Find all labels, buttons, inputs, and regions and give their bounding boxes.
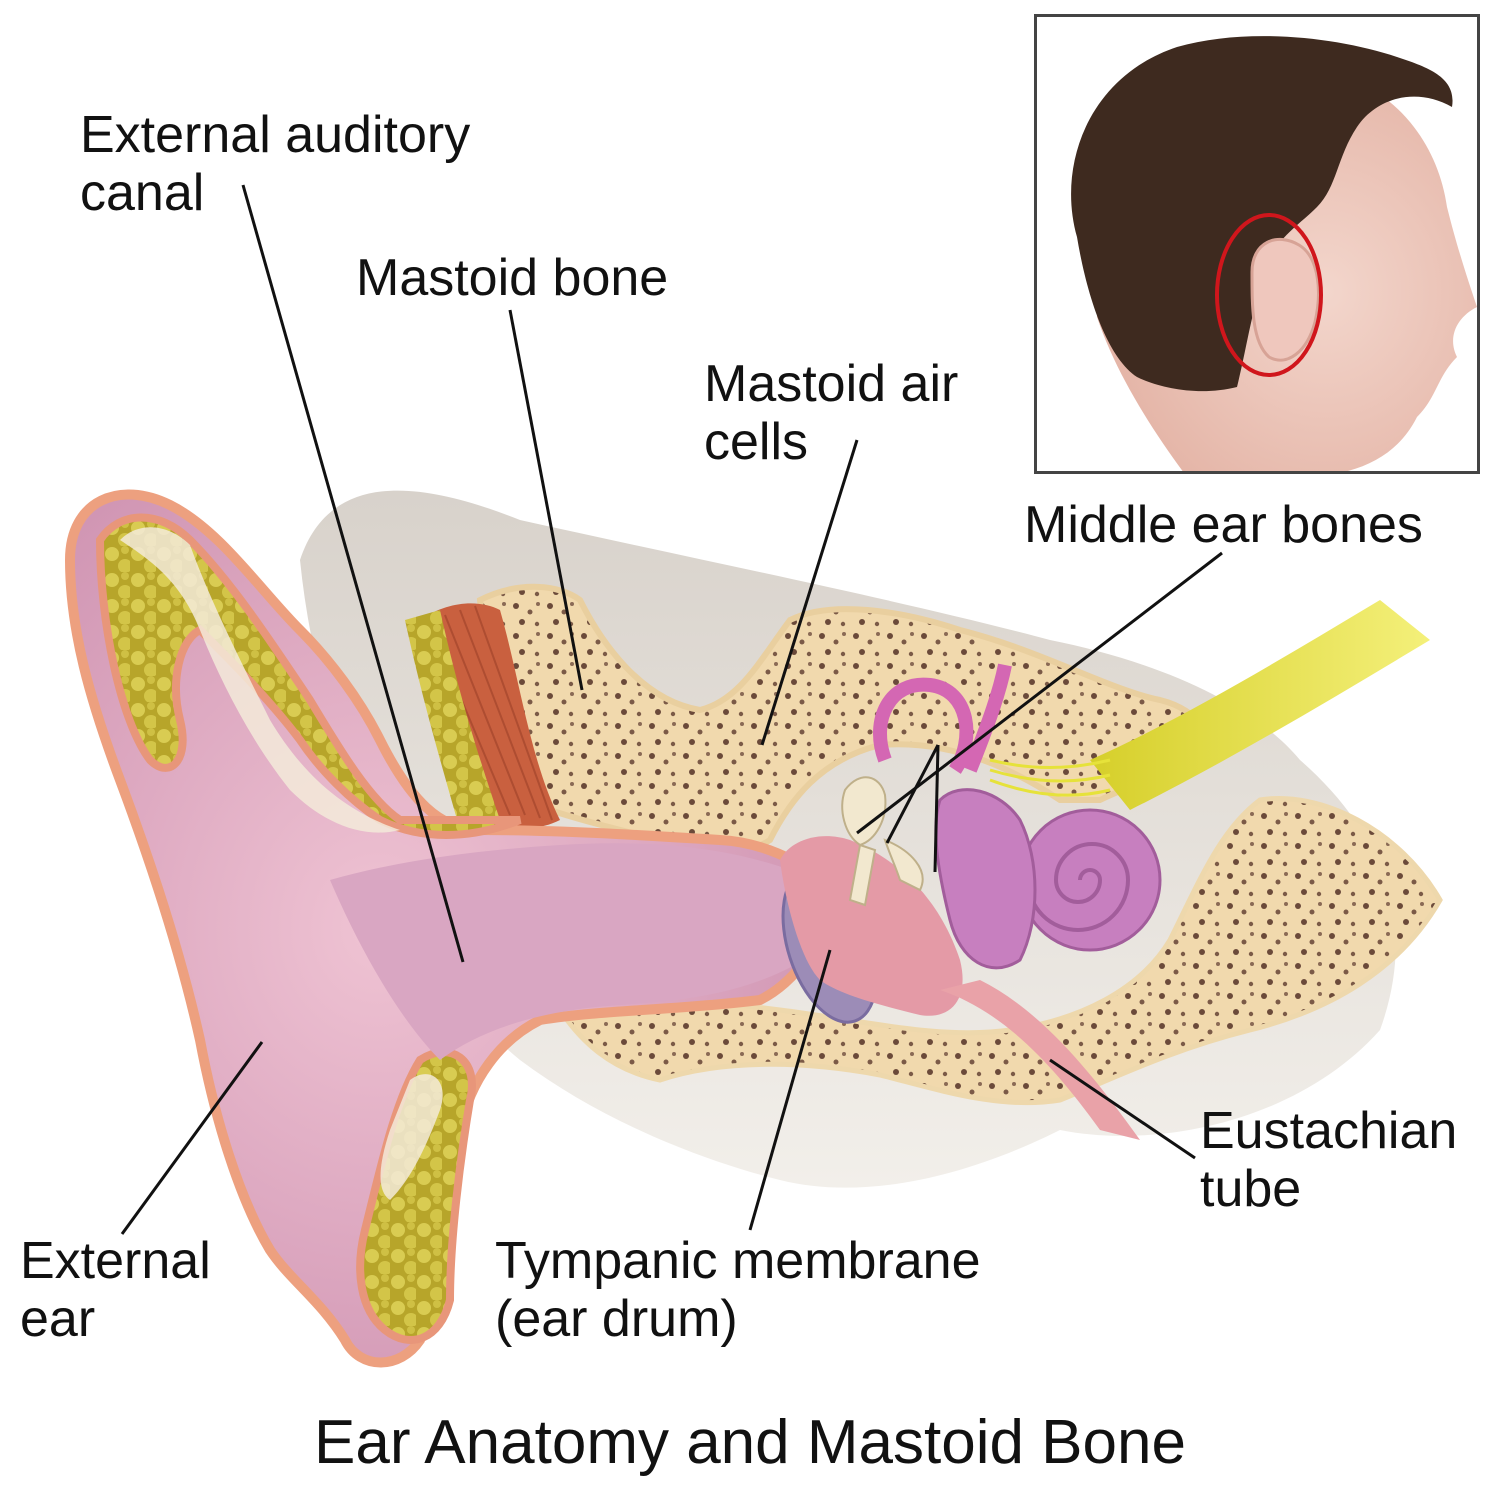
label-eustachian-tube: Eustachian tube xyxy=(1200,1102,1457,1218)
label-tympanic-membrane-line1: Tympanic membrane xyxy=(495,1232,981,1290)
leader-external-ear xyxy=(120,1041,264,1235)
leader-middle-ear-bones-3 xyxy=(933,744,940,873)
ear-highlight-circle xyxy=(1215,213,1323,377)
label-external-ear: External ear xyxy=(20,1232,211,1348)
hair-shape xyxy=(1071,36,1453,392)
leader-middle-ear-bones-2 xyxy=(885,744,940,844)
vestibule-shape xyxy=(934,788,1037,970)
figure-title: Ear Anatomy and Mastoid Bone xyxy=(314,1408,1186,1477)
label-middle-ear-bones: Middle ear bones xyxy=(1024,496,1423,554)
label-external-ear-line1: External xyxy=(20,1232,211,1290)
label-external-auditory-canal-line2: canal xyxy=(80,164,205,222)
fat-tissue-upper xyxy=(405,610,500,830)
label-external-ear-line2: ear xyxy=(20,1290,96,1348)
muscle-shape xyxy=(420,603,560,828)
label-middle-ear-bones-line1: Middle ear bones xyxy=(1024,496,1423,554)
label-mastoid-air-cells-line1: Mastoid air xyxy=(704,355,959,413)
leader-external-auditory-canal xyxy=(241,184,465,963)
earlobe-fat xyxy=(356,1048,476,1344)
semicircular-canals-shape xyxy=(873,663,1012,774)
label-tympanic-membrane-line2: (ear drum) xyxy=(495,1290,738,1348)
nerve-shape xyxy=(1090,600,1430,810)
middle-ear-cavity xyxy=(780,836,963,1016)
leader-lines xyxy=(120,184,1223,1235)
leader-mastoid-bone xyxy=(508,309,584,691)
ear-shape xyxy=(1250,237,1320,362)
label-eustachian-tube-line1: Eustachian xyxy=(1200,1102,1458,1160)
earlobe-cartilage-white xyxy=(380,1074,443,1200)
head-illustration xyxy=(1071,36,1477,471)
lower-bone-shape xyxy=(556,796,1443,1106)
label-external-auditory-canal-line1: External auditory xyxy=(80,106,471,164)
leader-eustachian-tube xyxy=(1049,1058,1196,1160)
pinna-cartilage-white xyxy=(120,527,400,833)
label-eustachian-tube-line2: tube xyxy=(1200,1160,1302,1218)
eustachian-tube-shape xyxy=(940,980,1140,1140)
auditory-canal-shape xyxy=(330,843,820,1060)
leader-mastoid-air-cells xyxy=(760,439,859,746)
label-mastoid-bone-line1: Mastoid bone xyxy=(356,249,669,307)
label-external-auditory-canal: External auditory canal xyxy=(80,106,470,222)
label-mastoid-air-cells: Mastoid air cells xyxy=(704,355,958,471)
label-mastoid-bone: Mastoid bone xyxy=(356,249,668,307)
label-tympanic-membrane: Tympanic membrane (ear drum) xyxy=(495,1232,981,1348)
middle-ear-bones-shape xyxy=(841,776,924,907)
head-inset xyxy=(1034,14,1480,474)
label-mastoid-air-cells-line2: cells xyxy=(704,413,809,471)
leader-tympanic-membrane xyxy=(748,949,832,1231)
